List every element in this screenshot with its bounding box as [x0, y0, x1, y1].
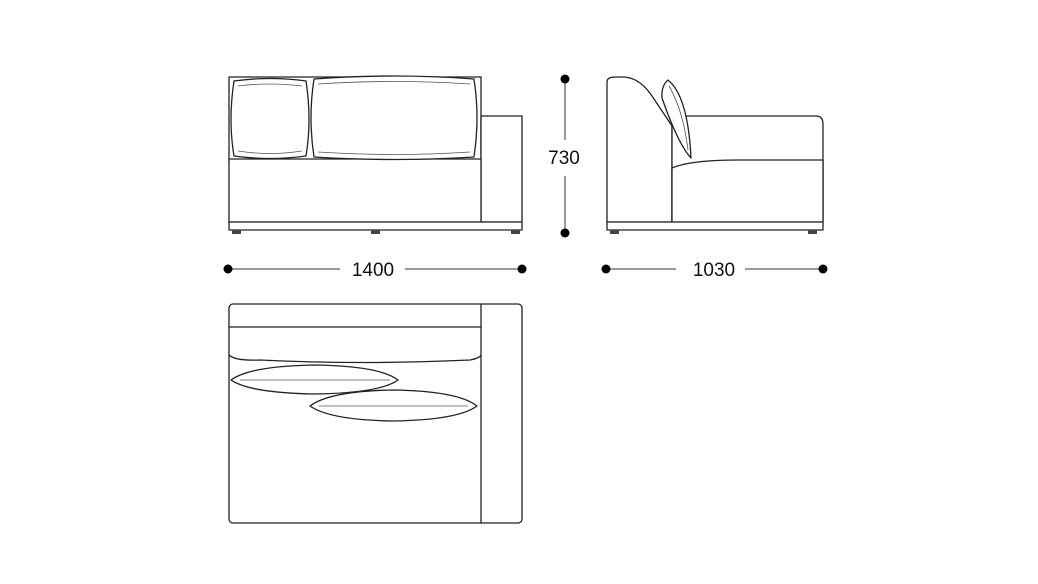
top-seat-edge [228, 354, 482, 364]
dimension-endpoint [818, 264, 828, 274]
dimension-height: 730 [548, 74, 580, 238]
depth-label: 1030 [693, 260, 735, 281]
front-foot-middle [371, 230, 380, 234]
front-armrest [480, 115, 523, 223]
height-label: 730 [548, 148, 580, 169]
top-cushion-large [309, 389, 478, 422]
front-foot-right [511, 230, 520, 234]
side-cushion [661, 79, 692, 159]
dimension-endpoint [601, 264, 611, 274]
side-seat [671, 159, 824, 223]
side-backrest [606, 76, 673, 223]
side-foot-front [610, 230, 619, 234]
front-plinth [228, 221, 523, 231]
dimension-endpoint [560, 74, 570, 84]
side-plinth [606, 221, 824, 231]
front-seat [228, 158, 482, 223]
front-view [228, 75, 523, 234]
front-cushion-large [310, 75, 478, 161]
dimension-endpoint [223, 264, 233, 274]
top-view [228, 303, 523, 524]
dimension-width: 1400 [223, 260, 527, 281]
dimension-endpoint [517, 264, 527, 274]
side-foot-back [808, 230, 817, 234]
top-cushion-small [230, 364, 399, 395]
width-label: 1400 [352, 260, 394, 281]
front-cushion-small [230, 77, 310, 160]
front-foot-left [232, 230, 241, 234]
side-view [606, 76, 824, 234]
dimension-endpoint [560, 228, 570, 238]
dimension-depth: 1030 [601, 260, 828, 281]
